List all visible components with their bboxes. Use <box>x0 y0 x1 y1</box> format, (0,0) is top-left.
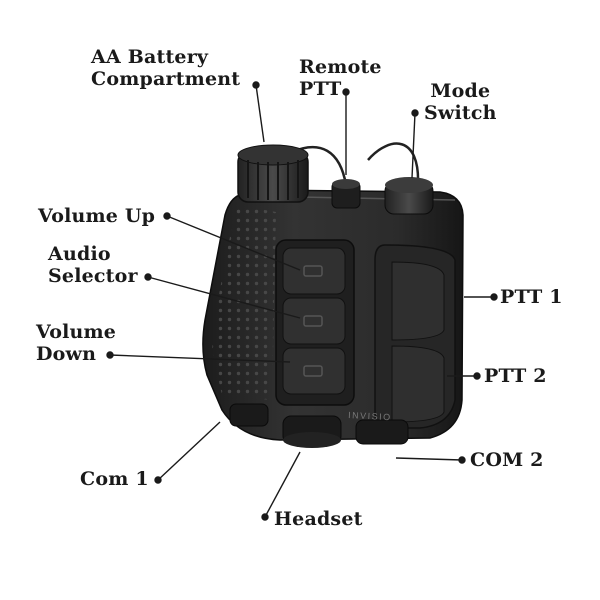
label-audio-selector-line1: Audio <box>48 243 111 265</box>
volume-down-button-shape <box>282 347 346 395</box>
leader-audio-selector <box>147 276 301 319</box>
label-battery-line2: Compartment <box>91 68 241 90</box>
com2-connector <box>355 419 409 445</box>
volume-up-mark <box>303 265 323 277</box>
label-audio-selector: Audio Selector <box>48 243 138 287</box>
label-volume-down-line1: Volume <box>36 321 117 343</box>
com1-connector <box>229 403 269 427</box>
leader-com2 <box>395 457 463 461</box>
label-com2-text: COM 2 <box>470 449 544 471</box>
leader-volume-down <box>109 354 291 363</box>
ptt2-button-shape <box>391 345 445 423</box>
dot-audio-selector <box>144 273 152 281</box>
dot-volume-down <box>106 351 114 359</box>
dot-ptt2 <box>473 372 481 380</box>
dot-com1 <box>154 476 162 484</box>
label-headset: Headset <box>274 508 363 530</box>
label-ptt2: PTT 2 <box>484 365 547 387</box>
label-remote-ptt-line1: Remote <box>299 56 382 78</box>
label-mode-switch-line2: Switch <box>424 102 497 124</box>
label-mode-switch-line1: Mode <box>430 80 491 102</box>
headset-connector-cap <box>283 432 341 448</box>
dot-ptt1 <box>490 293 498 301</box>
ptt1-button-shape <box>391 261 445 341</box>
label-volume-down: Volume Down <box>36 321 116 365</box>
battery-knob-top <box>237 144 309 166</box>
volume-down-mark <box>303 365 323 377</box>
label-volume-up-text: Volume Up <box>38 205 156 227</box>
label-audio-selector-line2: Selector <box>48 265 138 287</box>
dot-remote-ptt <box>342 88 350 96</box>
leader-headset <box>264 451 301 518</box>
dot-mode-switch <box>411 109 419 117</box>
label-remote-ptt: Remote PTT <box>299 56 382 100</box>
leader-volume-up <box>166 215 301 271</box>
leader-mode-switch <box>411 112 416 179</box>
dot-battery <box>252 81 260 89</box>
leader-battery <box>255 84 265 143</box>
label-com2: COM 2 <box>470 449 544 471</box>
mode-switch-knob-top <box>385 177 433 193</box>
label-battery: AA Battery Compartment <box>91 46 240 90</box>
label-mode-switch: Mode Switch <box>424 80 497 124</box>
brand-print: INVISIO <box>348 410 392 422</box>
dot-headset <box>261 513 269 521</box>
label-battery-line1: AA Battery <box>91 46 209 68</box>
mode-switch-cable <box>367 142 420 186</box>
label-ptt2-text: PTT 2 <box>484 365 547 387</box>
dot-com2 <box>458 456 466 464</box>
remote-ptt-connector-top <box>332 179 360 189</box>
audio-selector-mark <box>303 315 323 327</box>
dot-volume-up <box>163 212 171 220</box>
label-remote-ptt-line2: PTT <box>299 78 342 100</box>
label-headset-text: Headset <box>274 508 363 530</box>
label-volume-down-line2: Down <box>36 343 97 365</box>
label-ptt1: PTT 1 <box>500 286 563 308</box>
leader-com1 <box>157 421 221 481</box>
label-com1-text: Com 1 <box>80 468 149 490</box>
audio-selector-button-shape <box>282 297 346 345</box>
label-volume-up: Volume Up <box>38 205 155 227</box>
label-com1: Com 1 <box>80 468 149 490</box>
label-ptt1-text: PTT 1 <box>500 286 563 308</box>
volume-up-button-shape <box>282 247 346 295</box>
